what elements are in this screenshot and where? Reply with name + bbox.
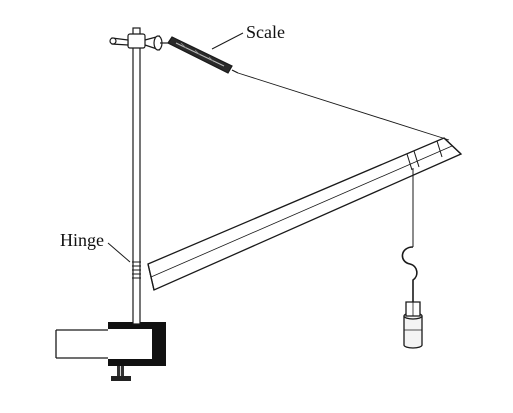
scale-leader-line [211,32,244,50]
hinge-joint [132,261,141,279]
hinge-label: Hinge [60,230,104,250]
hinge-leader-line [107,242,131,263]
beam-hanger-band [406,140,443,171]
stand-rod [132,27,141,325]
support-string [237,72,450,141]
scale-label: Scale [246,22,285,42]
c-clamp [108,322,166,381]
spring-scale [167,36,239,74]
weight-hook [401,246,418,302]
table-edge [55,329,108,359]
inclined-beam [147,137,463,291]
top-rod-clamp [109,33,168,51]
hanging-weight [403,301,423,349]
